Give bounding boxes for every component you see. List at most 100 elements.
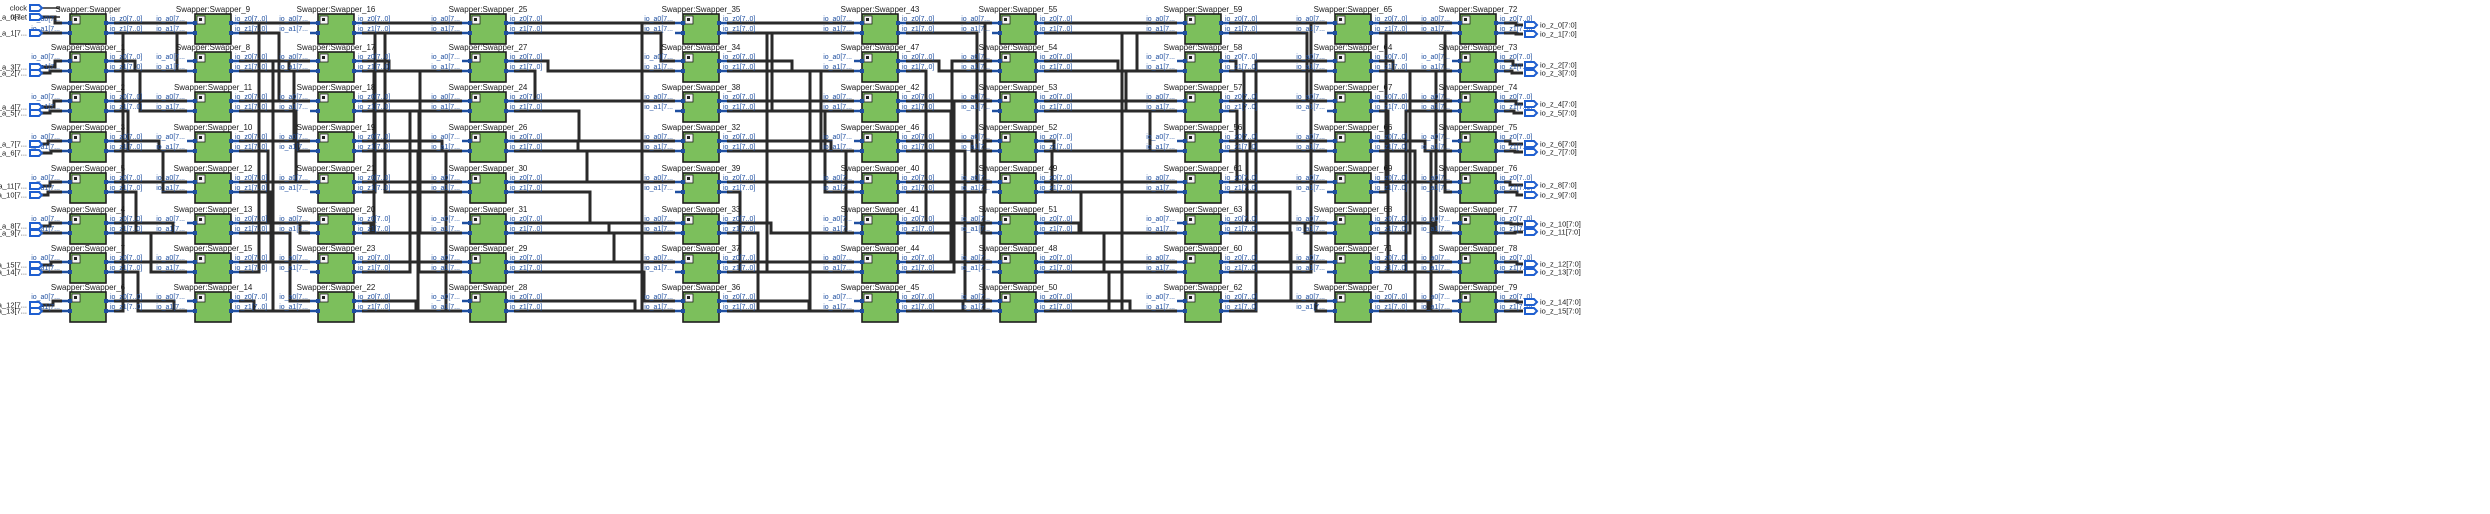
swapper-module[interactable]: Swapper:Swapper_65io_a0[7...io_z0[7..0]i… — [1296, 5, 1407, 45]
swapper-module[interactable]: Swapper:Swapper_42io_a0[7...io_z0[7..0]i… — [823, 83, 934, 123]
swapper-module[interactable]: Swapper:Swapper_56io_a0[7...io_z0[7..0]i… — [1146, 123, 1257, 163]
swapper-module[interactable]: Swapper:Swapper_53io_a0[7...io_z0[7..0]i… — [961, 83, 1072, 123]
swapper-module[interactable]: Swapper:Swapper_26io_a0[7...io_z0[7..0]i… — [431, 123, 542, 163]
swapper-module[interactable]: Swapper:Swapper_54io_a0[7...io_z0[7..0]i… — [961, 43, 1072, 83]
swapper-module[interactable]: Swapper:Swapper_67io_a0[7...io_z0[7..0]i… — [1296, 83, 1407, 123]
swapper-module[interactable]: Swapper:Swapper_74io_a0[7...io_z0[7..0]i… — [1421, 83, 1532, 123]
swapper-module[interactable]: Swapper:Swapper_4io_a0[7...io_z0[7..0]io… — [31, 205, 142, 245]
swapper-module[interactable]: Swapper:Swapper_59io_a0[7...io_z0[7..0]i… — [1146, 5, 1257, 45]
module-body[interactable] — [69, 213, 107, 245]
module-body[interactable] — [1459, 91, 1497, 123]
output-port[interactable]: io_z_3[7:0] — [1524, 69, 1577, 78]
swapper-module[interactable]: Swapper:Swapper_14io_a0[7...io_z0[7..0]i… — [156, 283, 267, 323]
output-port[interactable]: io_z_14[7:0] — [1524, 298, 1581, 307]
input-port[interactable]: io_a_8[7... — [0, 222, 44, 231]
swapper-module[interactable]: Swapper:Swapper_51io_a0[7...io_z0[7..0]i… — [961, 205, 1072, 245]
swapper-module[interactable]: Swapper:Swapper_33io_a0[7...io_z0[7..0]i… — [644, 205, 755, 245]
swapper-module[interactable]: Swapper:Swapper_46io_a0[7...io_z0[7..0]i… — [823, 123, 934, 163]
swapper-module[interactable]: Swapper:Swapper_31io_a0[7...io_z0[7..0]i… — [431, 205, 542, 245]
swapper-module[interactable]: Swapper:Swapper_62io_a0[7...io_z0[7..0]i… — [1146, 283, 1257, 323]
swapper-module[interactable]: Swapper:Swapper_2io_a0[7...io_z0[7..0]io… — [31, 83, 142, 123]
swapper-module[interactable]: Swapper:Swapper_6io_a0[7...io_z0[7..0]io… — [31, 283, 142, 323]
swapper-module[interactable]: Swapper:Swapper_73io_a0[7...io_z0[7..0]i… — [1421, 43, 1532, 83]
output-port[interactable]: io_z_2[7:0] — [1524, 61, 1577, 70]
swapper-module[interactable]: Swapper:Swapper_5io_a0[7...io_z0[7..0]io… — [31, 164, 142, 204]
swapper-module[interactable]: Swapper:Swapper_72io_a0[7...io_z0[7..0]i… — [1421, 5, 1532, 45]
swapper-module[interactable]: Swapper:Swapper_21io_a0[7...io_z0[7..0]i… — [279, 164, 390, 204]
output-port[interactable]: io_z_9[7:0] — [1524, 191, 1577, 200]
module-body[interactable] — [682, 213, 720, 245]
output-port[interactable]: io_z_1[7:0] — [1524, 30, 1577, 39]
swapper-module[interactable]: Swapper:Swapper_3io_a0[7...io_z0[7..0]io… — [31, 123, 142, 163]
swapper-module[interactable]: Swapper:Swapper_44io_a0[7...io_z0[7..0]i… — [823, 244, 934, 284]
swapper-module[interactable]: Swapper:Swapper_43io_a0[7...io_z0[7..0]i… — [823, 5, 934, 45]
swapper-module[interactable]: Swapper:Swapper_11io_a0[7...io_z0[7..0]i… — [156, 83, 267, 123]
swapper-module[interactable]: Swapper:Swapper_36io_a0[7...io_z0[7..0]i… — [644, 283, 755, 323]
swapper-module[interactable]: Swapper:Swapper_15io_a0[7...io_z0[7..0]i… — [156, 244, 267, 284]
module-body[interactable] — [1184, 172, 1222, 204]
module-body[interactable] — [1459, 213, 1497, 245]
swapper-module[interactable]: Swapper:Swapper_69io_a0[7...io_z0[7..0]i… — [1296, 164, 1407, 204]
swapper-module[interactable]: Swapper:Swapper_61io_a0[7...io_z0[7..0]i… — [1146, 164, 1257, 204]
swapper-module[interactable]: Swapper:Swapper_30io_a0[7...io_z0[7..0]i… — [431, 164, 542, 204]
swapper-module[interactable]: Swapper:Swapper_79io_a0[7...io_z0[7..0]i… — [1421, 283, 1532, 323]
swapper-module[interactable]: Swapper:Swapper_35io_a0[7...io_z0[7..0]i… — [644, 5, 755, 45]
input-port[interactable]: io_a_15[7... — [0, 261, 44, 270]
swapper-module[interactable]: Swapper:Swapper_58io_a0[7...io_z0[7..0]i… — [1146, 43, 1257, 83]
input-port[interactable]: clock — [10, 4, 44, 13]
swapper-module[interactable]: Swapper:Swapper_47io_a0[7...io_z0[7..0]i… — [823, 43, 934, 83]
module-body[interactable] — [69, 13, 107, 45]
swapper-module[interactable]: Swapper:Swapper_7io_a0[7...io_z0[7..0]io… — [31, 244, 142, 284]
swapper-module[interactable]: Swapper:Swapper_12io_a0[7...io_z0[7..0]i… — [156, 164, 267, 204]
input-port[interactable]: io_a_5[7... — [0, 109, 44, 118]
swapper-module[interactable]: Swapper:Swapper_41io_a0[7...io_z0[7..0]i… — [823, 205, 934, 245]
swapper-module[interactable]: Swapper:Swapper_77io_a0[7...io_z0[7..0]i… — [1421, 205, 1532, 245]
module-body[interactable] — [469, 252, 507, 284]
input-port[interactable]: io_a_7[7... — [0, 140, 44, 149]
module-body[interactable] — [1459, 172, 1497, 204]
swapper-module[interactable]: Swapper:Swapper_70io_a0[7...io_z0[7..0]i… — [1296, 283, 1407, 323]
output-port[interactable]: io_z_5[7:0] — [1524, 109, 1577, 118]
swapper-module[interactable]: Swapper:Swapperio_a0[7...io_z0[7..0]io_a… — [31, 5, 142, 45]
module-body[interactable] — [317, 131, 355, 163]
swapper-module[interactable]: Swapper:Swapper_49io_a0[7...io_z0[7..0]i… — [961, 164, 1072, 204]
swapper-module[interactable]: Swapper:Swapper_16io_a0[7...io_z0[7..0]i… — [279, 5, 390, 45]
swapper-module[interactable]: Swapper:Swapper_8io_a0[7...io_z0[7..0]io… — [156, 43, 267, 83]
output-port[interactable]: io_z_12[7:0] — [1524, 260, 1581, 269]
swapper-module[interactable]: Swapper:Swapper_71io_a0[7...io_z0[7..0]i… — [1296, 244, 1407, 284]
output-port[interactable]: io_z_8[7:0] — [1524, 181, 1577, 190]
swapper-module[interactable]: Swapper:Swapper_63io_a0[7...io_z0[7..0]i… — [1146, 205, 1257, 245]
swapper-module[interactable]: Swapper:Swapper_17io_a0[7...io_z0[7..0]i… — [279, 43, 390, 83]
swapper-module[interactable]: Swapper:Swapper_52io_a0[7...io_z0[7..0]i… — [961, 123, 1072, 163]
swapper-module[interactable]: Swapper:Swapper_48io_a0[7...io_z0[7..0]i… — [961, 244, 1072, 284]
swapper-module[interactable]: Swapper:Swapper_22io_a0[7...io_z0[7..0]i… — [279, 283, 390, 323]
swapper-module[interactable]: Swapper:Swapper_32io_a0[7...io_z0[7..0]i… — [644, 123, 755, 163]
input-port[interactable]: io_a_1[7... — [0, 29, 44, 38]
input-port[interactable]: io_a_9[7... — [0, 229, 44, 238]
swapper-module[interactable]: Swapper:Swapper_60io_a0[7...io_z0[7..0]i… — [1146, 244, 1257, 284]
swapper-module[interactable]: Swapper:Swapper_23io_a0[7...io_z0[7..0]i… — [279, 244, 390, 284]
output-port[interactable]: io_z_10[7:0] — [1524, 220, 1581, 229]
swapper-module[interactable]: Swapper:Swapper_10io_a0[7...io_z0[7..0]i… — [156, 123, 267, 163]
swapper-module[interactable]: Swapper:Swapper_29io_a0[7...io_z0[7..0]i… — [431, 244, 542, 284]
swapper-module[interactable]: Swapper:Swapper_9io_a0[7...io_z0[7..0]io… — [156, 5, 267, 45]
output-port[interactable]: io_z_4[7:0] — [1524, 100, 1577, 109]
swapper-module[interactable]: Swapper:Swapper_68io_a0[7...io_z0[7..0]i… — [1296, 205, 1407, 245]
swapper-module[interactable]: Swapper:Swapper_40io_a0[7...io_z0[7..0]i… — [823, 164, 934, 204]
swapper-module[interactable]: Swapper:Swapper_66io_a0[7...io_z0[7..0]i… — [1296, 123, 1407, 163]
input-port[interactable]: io_a_0[7... — [0, 13, 44, 22]
output-port[interactable]: io_z_0[7:0] — [1524, 21, 1577, 30]
swapper-module[interactable]: Swapper:Swapper_24io_a0[7...io_z0[7..0]i… — [431, 83, 542, 123]
swapper-module[interactable]: Swapper:Swapper_34io_a0[7...io_z0[7..0]i… — [644, 43, 755, 83]
module-body[interactable] — [999, 291, 1037, 323]
output-port[interactable]: io_z_6[7:0] — [1524, 140, 1577, 149]
output-port[interactable]: io_z_7[7:0] — [1524, 148, 1577, 157]
swapper-module[interactable]: Swapper:Swapper_78io_a0[7...io_z0[7..0]i… — [1421, 244, 1532, 284]
swapper-module[interactable]: Swapper:Swapper_75io_a0[7...io_z0[7..0]i… — [1421, 123, 1532, 163]
swapper-module[interactable]: Swapper:Swapper_27io_a0[7...io_z0[7..0]i… — [431, 43, 542, 83]
input-port[interactable]: io_a_13[7... — [0, 307, 44, 316]
input-port[interactable]: io_a_2[7... — [0, 69, 44, 78]
swapper-module[interactable]: Swapper:Swapper_38io_a0[7...io_z0[7..0]i… — [644, 83, 755, 123]
swapper-module[interactable]: Swapper:Swapper_50io_a0[7...io_z0[7..0]i… — [961, 283, 1072, 323]
swapper-module[interactable]: Swapper:Swapper_37io_a0[7...io_z0[7..0]i… — [644, 244, 755, 284]
